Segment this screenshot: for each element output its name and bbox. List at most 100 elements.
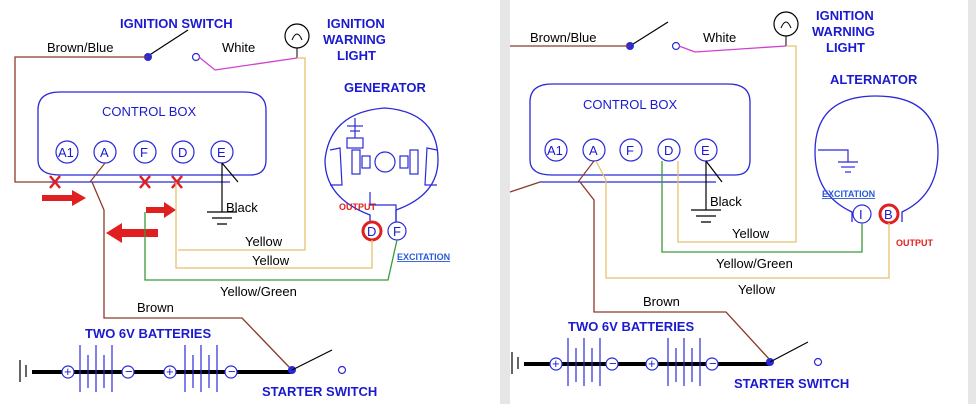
starter-switch-label: STARTER SWITCH: [262, 384, 377, 399]
r-brown-blue-bus-link: [509, 181, 541, 193]
r-battery1-plus: [549, 357, 563, 371]
warning-light-line1: IGNITION: [327, 16, 385, 31]
r-ignition-switch-contact: [671, 41, 681, 51]
batteries-label: TWO 6V BATTERIES: [85, 326, 211, 341]
brown-label: Brown: [137, 300, 174, 315]
r-battery2-plus-sign: +: [648, 356, 656, 371]
battery2-minus-sign: −: [228, 364, 236, 379]
x-mark-2b: [139, 175, 151, 189]
generator-label: GENERATOR: [344, 80, 426, 95]
r-yellow-green-label: Yellow/Green: [716, 256, 793, 271]
r-warning-light-line3: LIGHT: [826, 40, 865, 55]
battery2-plus-sign: +: [166, 364, 174, 379]
gen-pole-left: [329, 147, 343, 186]
starter-contact: [337, 365, 347, 375]
r-white-wire: [678, 45, 787, 53]
r-terminal-a1: [544, 138, 568, 162]
gen-brush-left: [361, 155, 371, 169]
disconnect-marks: [49, 175, 183, 189]
brown-blue-wire: [14, 56, 148, 183]
alt-terminal-i-label: I: [859, 207, 863, 222]
r-lamp-filament: [780, 21, 792, 29]
r-starter-switch-label: STARTER SWITCH: [734, 376, 849, 391]
battery-bank: + − + −: [19, 345, 292, 392]
r-terminal-f-label: F: [626, 143, 634, 158]
lamp-filament: [291, 33, 303, 41]
control-box-terminals: A1 A F D E: [55, 140, 234, 164]
a-link: [89, 162, 106, 183]
r-ignition-switch-lever: [629, 21, 669, 47]
battery2-minus: [224, 365, 238, 379]
starter-lever: [291, 349, 333, 371]
r-warning-lamp-icon: [773, 11, 799, 37]
left-diagram: IGNITION SWITCH IGNITION WARNING LIGHT B…: [14, 16, 450, 399]
e-link: [221, 162, 239, 183]
alternator-body: [814, 95, 939, 222]
yellow-green-wire: [144, 212, 398, 281]
gen-armature: [374, 151, 396, 173]
ignition-switch-contact: [191, 52, 201, 62]
alternator-label: ALTERNATOR: [830, 72, 918, 87]
gen-terminal-d-label: D: [367, 224, 376, 239]
battery1-plus-sign: +: [64, 364, 72, 379]
gen-internal-wire: [369, 192, 397, 222]
r-white-label: White: [703, 30, 736, 45]
arrow-left: [106, 223, 158, 243]
gen-field-left: [351, 149, 361, 175]
r-brown-label: Brown: [643, 294, 680, 309]
battery1-minus-sign: −: [125, 364, 133, 379]
brown-blue-label: Brown/Blue: [47, 40, 113, 55]
r-warning-light-line2: WARNING: [812, 24, 875, 39]
excitation-label: EXCITATION: [397, 252, 450, 262]
yellow-wire-lamp: [178, 57, 306, 251]
r-terminal-a1-label: A1: [547, 143, 563, 158]
r-brown-wire: [579, 181, 771, 361]
generator-body: [324, 107, 439, 222]
right-diagram: Brown/Blue White IGNITION WARNING LIGHT …: [509, 8, 939, 391]
gen-field-right: [409, 149, 419, 175]
r-batteries-label: TWO 6V BATTERIES: [568, 319, 694, 334]
terminal-f: [133, 140, 157, 164]
r-battery1-plus-sign: +: [552, 356, 560, 371]
warning-lamp-icon: [284, 23, 310, 49]
terminal-f-label: F: [140, 145, 148, 160]
alternator-internals: [818, 149, 858, 173]
r-yellow-wire: [677, 45, 797, 243]
gen-brush-top: [346, 137, 364, 149]
battery2-plus: [163, 365, 177, 379]
control-box-label: CONTROL BOX: [102, 104, 196, 119]
r-brown-blue-label: Brown/Blue: [530, 30, 596, 45]
r-terminal-e-label: E: [701, 143, 710, 158]
gen-brush-right: [399, 155, 409, 169]
terminal-d-label: D: [178, 145, 187, 160]
yellow-label-2: Yellow: [252, 253, 290, 268]
r-black-label: Black: [710, 194, 742, 209]
r-terminal-f: [619, 138, 643, 162]
white-label: White: [222, 40, 255, 55]
r-yellow-label-2: Yellow: [738, 282, 776, 297]
output-label: OUTPUT: [339, 202, 377, 212]
gen-terminal-f-label: F: [393, 224, 401, 239]
r-battery2-plus: [645, 357, 659, 371]
r-starter-contact: [813, 357, 823, 367]
r-battery1-minus: [605, 357, 619, 371]
battery1-plus: [61, 365, 75, 379]
r-battery2-minus: [705, 357, 719, 371]
yellow-wire-gen: [175, 182, 373, 269]
r-control-box-label: CONTROL BOX: [583, 97, 677, 112]
r-yellow-label: Yellow: [732, 226, 770, 241]
r-yellow-wire-2: [595, 160, 890, 279]
panel-divider: [500, 0, 510, 404]
terminal-a-label: A: [100, 145, 109, 160]
black-label: Black: [226, 200, 258, 215]
white-wire: [198, 56, 298, 71]
warning-light-line2: WARNING: [323, 32, 386, 47]
battery1-minus: [121, 365, 135, 379]
r-control-box-terminals: A1 A F D E: [544, 138, 718, 162]
warning-light-line3: LIGHT: [337, 48, 376, 63]
ignition-switch-label: IGNITION SWITCH: [120, 16, 233, 31]
r-e-link: [705, 160, 723, 183]
brown-wire: [91, 181, 291, 369]
x-mark-3b: [171, 175, 183, 189]
